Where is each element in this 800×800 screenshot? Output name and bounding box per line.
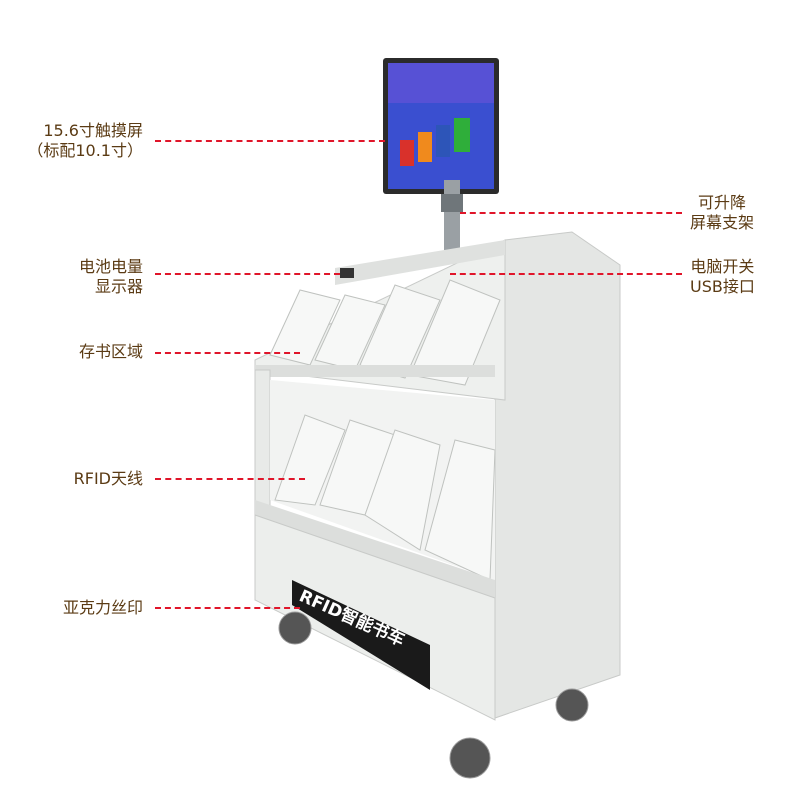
label-antenna: RFID天线: [73, 469, 143, 488]
leader-line: [460, 212, 682, 214]
label-stand: 可升降 屏幕支架: [690, 193, 754, 233]
label-switch: 电脑开关 USB接口: [690, 257, 755, 297]
leader-line: [155, 140, 385, 142]
label-stand-line2: 屏幕支架: [690, 213, 755, 232]
leader-line: [155, 273, 340, 275]
label-switch-line1: 电脑开关: [690, 257, 755, 276]
leader-line: [450, 273, 682, 275]
label-screen: 15.6寸触摸屏 （标配10.1寸）: [27, 121, 143, 161]
label-switch-line2: USB接口: [690, 277, 755, 296]
touch-screen: [383, 58, 499, 194]
label-battery-line1: 电池电量: [78, 257, 143, 276]
leader-line: [155, 478, 305, 480]
label-acrylic: 亚克力丝印: [62, 598, 143, 617]
battery-display: [340, 268, 354, 278]
wheels: [278, 611, 589, 779]
leader-line: [155, 352, 300, 354]
label-screen-line1: 15.6寸触摸屏: [43, 121, 143, 140]
label-stand-line1: 可升降: [698, 193, 747, 212]
lift-stand: [441, 180, 463, 250]
label-screen-line2: （标配10.1寸）: [27, 141, 143, 160]
leader-line: [155, 607, 300, 609]
label-storage: 存书区域: [78, 342, 143, 361]
label-battery: 电池电量 显示器: [79, 257, 143, 297]
label-battery-line2: 显示器: [94, 277, 143, 296]
